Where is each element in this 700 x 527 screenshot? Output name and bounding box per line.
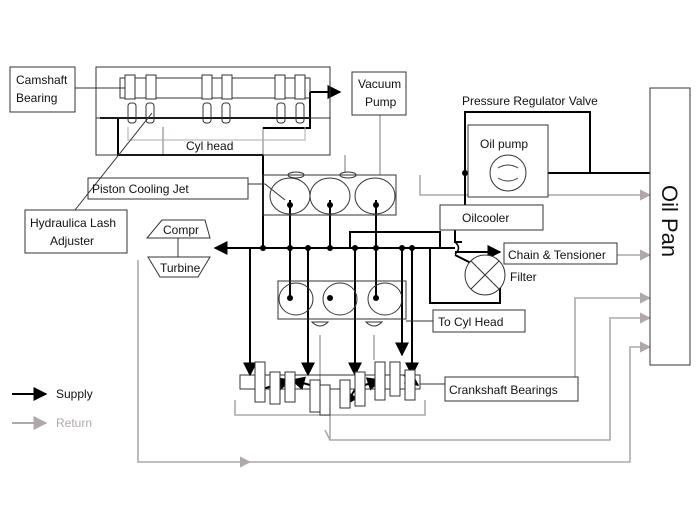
supply-vacuum-feed [263, 92, 311, 129]
lash-adjusters [127, 102, 305, 124]
upper-cylinders [262, 171, 397, 216]
cyl-head-label: Cyl head [186, 139, 233, 153]
return-line-oilcooler [574, 292, 652, 380]
oil-pan-box [649, 87, 691, 366]
hydraulic-lash-box [24, 209, 128, 254]
filter-label: Filter [510, 270, 537, 284]
filter-cross [470, 260, 500, 290]
vacuum-pump-box [351, 71, 407, 116]
cylinder-head-assembly [95, 66, 331, 156]
oilcooler-box [439, 204, 544, 231]
piston-cooling-jet-box [87, 177, 249, 200]
legend: Supply Return [12, 387, 93, 430]
oilcooler-label: Oilcooler [462, 211, 509, 225]
oil-line-hop [454, 241, 460, 255]
crankshaft [239, 361, 421, 416]
compressor-shape [145, 219, 211, 239]
camshaft-bearing-box [9, 66, 76, 113]
legend-supply-label: Supply [56, 387, 93, 401]
lower-cylinders [277, 280, 407, 327]
hydraulic-lash-leader [74, 112, 153, 211]
compr-label: Compr [163, 223, 199, 237]
vacuum-pump-label-2: Pump [365, 95, 397, 109]
turbine-shape [147, 256, 211, 278]
vacuum-pump-label-1: Vacuum [358, 77, 401, 91]
supply-oilcooler-out [454, 230, 462, 243]
crankshaft-bearings-label: Crankshaft Bearings [449, 383, 558, 397]
camshaft-bearing-label-1: Camshaft [16, 73, 68, 87]
return-line-turbo [137, 260, 652, 463]
oil-pan-label: Oil Pan [657, 185, 682, 257]
return-line-cylhead [419, 175, 652, 201]
oil-pump-gear-detail [497, 164, 519, 182]
turbine-label: Turbine [160, 261, 201, 275]
pressure-regulator-label: Pressure Regulator Valve [462, 94, 598, 108]
piston-cooling-jet-leader [248, 183, 286, 201]
to-cyl-head-label: To Cyl Head [438, 315, 503, 329]
hydraulic-lash-label-2: Adjuster [50, 234, 94, 248]
supply-to-filter [429, 248, 501, 304]
camshaft-lobes [124, 74, 306, 100]
chain-tensioner-box [503, 242, 618, 265]
supply-bridge [349, 231, 441, 248]
legend-return-label: Return [56, 416, 92, 430]
return-arrow-2 [324, 429, 331, 441]
camshaft-bearing-label-2: Bearing [16, 91, 57, 105]
return-lines [137, 99, 652, 468]
piston-cooling-jet-label: Piston Cooling Jet [92, 182, 189, 196]
crankshaft-bearings-box [444, 376, 579, 402]
hydraulic-lash-label-1: Hydraulica Lash [30, 216, 116, 230]
oil-pump-gear-icon [489, 154, 527, 192]
return-line-sump [329, 312, 652, 441]
cyl-head-tray [127, 127, 306, 141]
oil-pump-label: Oil pump [480, 137, 528, 151]
chain-tensioner-label: Chain & Tensioner [508, 248, 606, 262]
